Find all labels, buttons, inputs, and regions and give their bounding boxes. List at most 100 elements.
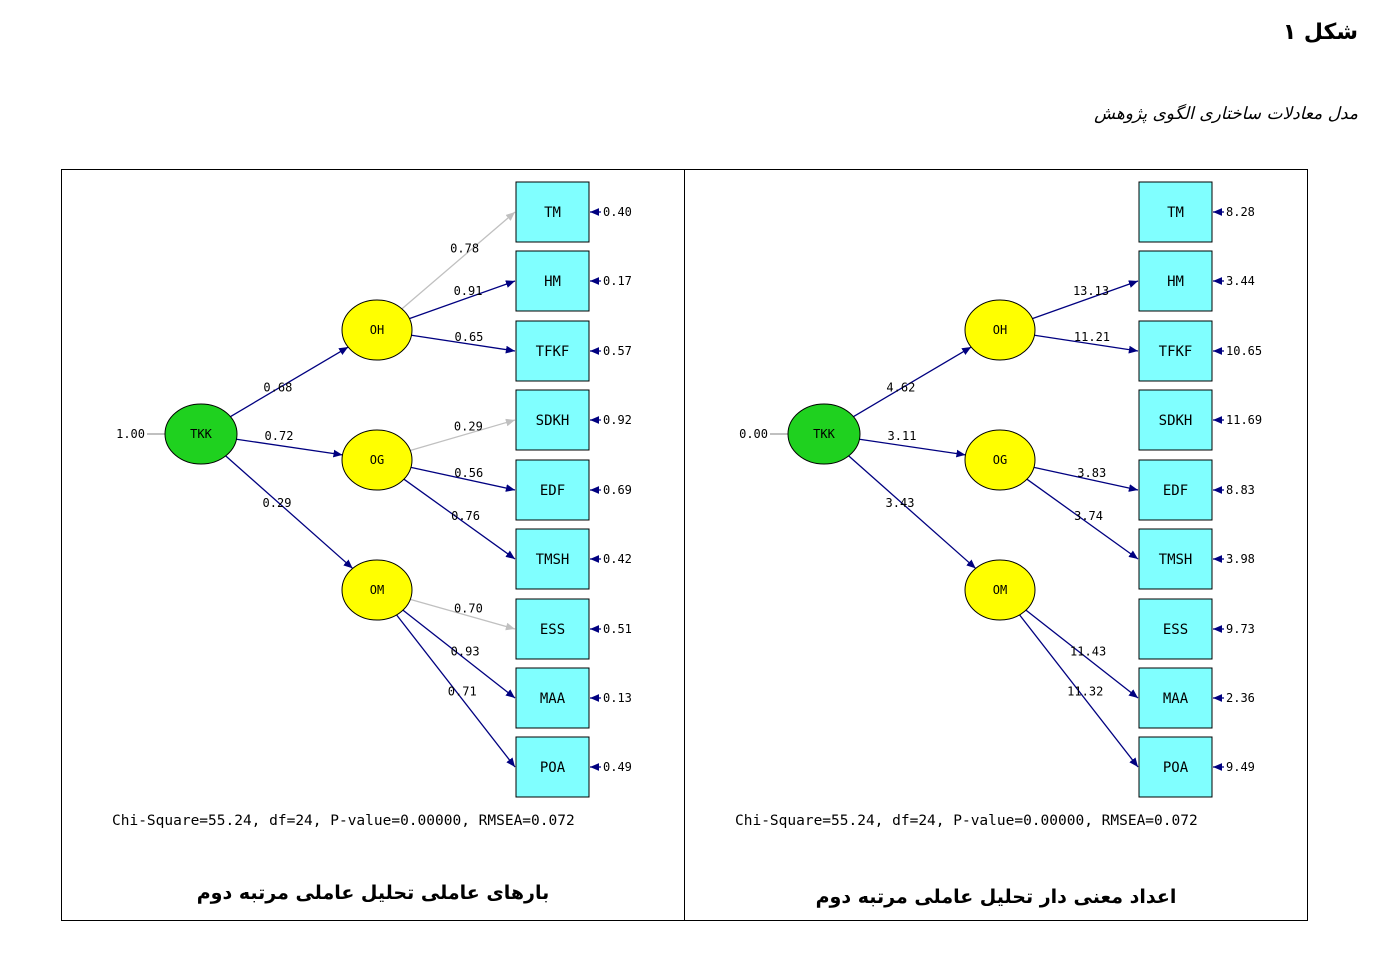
indicator-box-hm <box>1138 250 1213 312</box>
loading-path-hm <box>1032 280 1139 320</box>
indicator-label: TM <box>544 205 561 221</box>
indicator-label: SDKH <box>536 413 570 429</box>
error-variance-value: 10.65 <box>1226 344 1262 358</box>
indicator-label: TMSH <box>536 552 570 568</box>
indicator-box-sdkh <box>515 389 590 451</box>
indicator-label: MAA <box>540 691 566 707</box>
indicator-label: MAA <box>1163 691 1189 707</box>
root-factor-label: TKK <box>813 427 835 441</box>
loading-path-tm <box>401 211 516 310</box>
fit-statistics: Chi-Square=55.24, df=24, P-value=0.00000… <box>112 813 575 829</box>
loading-value: 0.71 <box>448 685 477 699</box>
indicator-box-sdkh <box>1138 389 1213 451</box>
indicator-box-poa <box>1138 736 1213 798</box>
t-values-path-diagram: 0.004.623.113.4313.1311.213.833.7411.431… <box>735 181 1262 829</box>
structural-path-oh <box>853 346 972 418</box>
structural-path-oh <box>230 346 349 418</box>
structural-path-value: 3.11 <box>888 429 917 443</box>
loading-value: 11.43 <box>1070 644 1106 658</box>
error-variance-value: 0.13 <box>603 691 632 705</box>
figure-heading: شکل ۱ <box>1282 20 1358 45</box>
structural-path-og <box>859 438 966 458</box>
indicator-box-maa <box>1138 667 1213 729</box>
t-values-caption: اعداد معنی دار تحلیل عاملی مرتبه دوم <box>815 886 1177 908</box>
indicator-box-poa <box>515 736 590 798</box>
error-variance-value: 0.17 <box>603 274 632 288</box>
loading-value: 0.29 <box>454 420 483 434</box>
loading-path-tfkf <box>411 334 516 354</box>
indicator-box-tmsh <box>1138 528 1213 590</box>
latent-node-oh <box>964 299 1036 361</box>
root-variance-value: 0.00 <box>739 427 768 441</box>
error-variance-value: 0.92 <box>603 413 632 427</box>
structural-path-value: 3.43 <box>886 496 915 510</box>
loading-value: 0.93 <box>451 644 480 658</box>
indicator-box-tfkf <box>1138 320 1213 382</box>
latent-node-label: OM <box>370 583 384 597</box>
structural-path-om <box>225 455 354 569</box>
indicator-box-tmsh <box>515 528 590 590</box>
loading-value: 11.21 <box>1074 330 1110 344</box>
indicator-box-tfkf <box>515 320 590 382</box>
latent-node-om <box>341 559 413 621</box>
indicator-label: TFKF <box>1159 344 1193 360</box>
indicator-box-hm <box>515 250 590 312</box>
indicator-label: TM <box>1167 205 1184 221</box>
indicator-label: TMSH <box>1159 552 1193 568</box>
root-factor-node <box>787 403 861 465</box>
loading-path-sdkh <box>409 418 516 452</box>
root-variance-value: 1.00 <box>116 427 145 441</box>
loading-value: 13.13 <box>1073 284 1109 298</box>
loading-value: 3.83 <box>1077 466 1106 480</box>
loading-path-maa <box>1025 609 1139 699</box>
indicator-label: SDKH <box>1159 413 1193 429</box>
indicator-box-tm <box>1138 181 1213 243</box>
indicator-label: ESS <box>540 622 565 638</box>
loading-value: 0.76 <box>451 509 480 523</box>
loading-path-poa <box>396 614 516 768</box>
structural-path-og <box>236 438 343 458</box>
indicator-box-edf <box>515 459 590 521</box>
structural-path-value: 4.62 <box>886 380 915 394</box>
loading-path-tfkf <box>1034 334 1139 354</box>
loading-path-edf <box>410 466 516 492</box>
fit-statistics: Chi-Square=55.24, df=24, P-value=0.00000… <box>735 813 1198 829</box>
structural-path-value: 0.72 <box>265 429 294 443</box>
error-variance-value: 0.49 <box>603 760 632 774</box>
loadings-path-diagram: 1.000.680.720.290.780.910.650.290.560.76… <box>112 181 632 829</box>
latent-node-label: OH <box>993 323 1007 337</box>
error-variance-value: 2.36 <box>1226 691 1255 705</box>
loading-value: 0.70 <box>454 602 483 616</box>
error-variance-value: 3.44 <box>1226 274 1255 288</box>
error-variance-value: 8.28 <box>1226 205 1255 219</box>
indicator-label: EDF <box>540 483 565 499</box>
indicator-label: HM <box>544 274 561 290</box>
indicator-label: EDF <box>1163 483 1188 499</box>
structural-path-om <box>848 455 977 569</box>
error-variance-value: 9.73 <box>1226 622 1255 636</box>
loading-path-poa <box>1019 614 1139 768</box>
error-variance-value: 0.69 <box>603 483 632 497</box>
indicator-box-maa <box>515 667 590 729</box>
error-variance-value: 0.42 <box>603 552 632 566</box>
figure-subheading: مدل معادلات ساختاری الگوی پژوهش <box>1094 104 1358 124</box>
error-variance-value: 0.51 <box>603 622 632 636</box>
loading-value: 0.56 <box>454 466 483 480</box>
indicator-label: HM <box>1167 274 1184 290</box>
error-variance-value: 11.69 <box>1226 413 1262 427</box>
error-variance-value: 9.49 <box>1226 760 1255 774</box>
structural-path-value: 0.29 <box>263 496 292 510</box>
loading-value: 11.32 <box>1067 685 1103 699</box>
loading-path-tmsh <box>403 478 516 560</box>
latent-node-og <box>341 429 413 491</box>
loading-path-maa <box>402 609 516 699</box>
indicator-label: TFKF <box>536 344 570 360</box>
error-variance-value: 8.83 <box>1226 483 1255 497</box>
indicator-box-ess <box>515 598 590 660</box>
root-factor-label: TKK <box>190 427 212 441</box>
latent-node-label: OG <box>370 453 384 467</box>
loading-value: 0.91 <box>454 284 483 298</box>
